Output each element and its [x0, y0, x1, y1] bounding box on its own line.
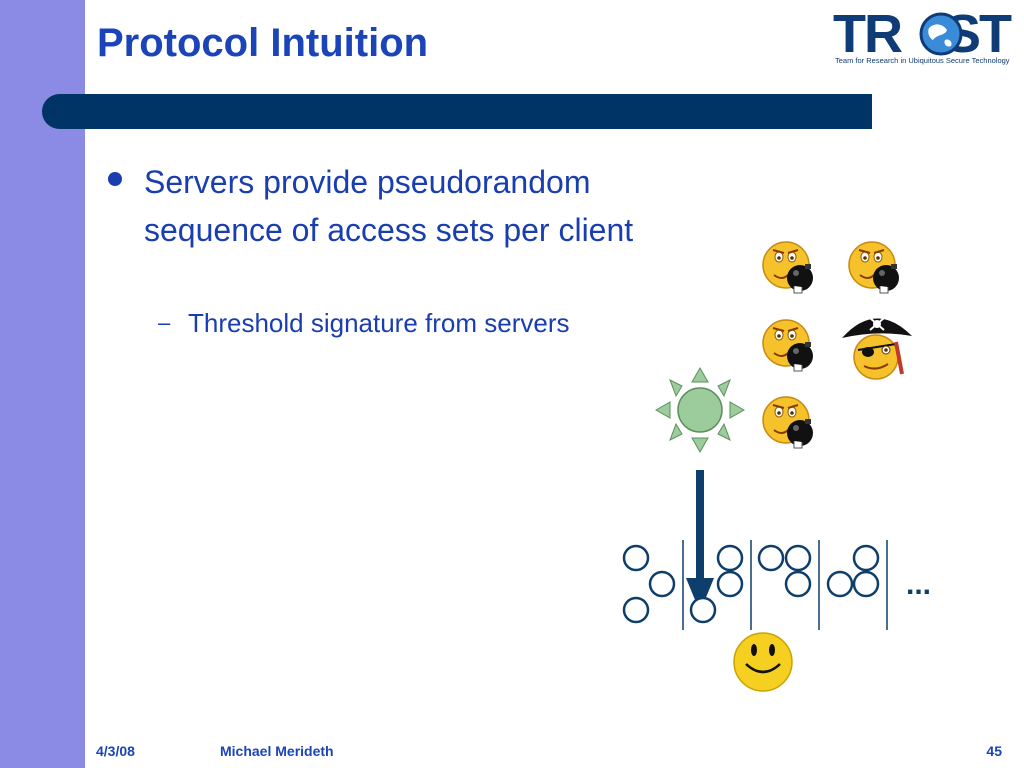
footer-page-number: 45	[986, 743, 1002, 759]
client-smiley-icon	[733, 632, 793, 692]
header-bar	[42, 94, 872, 129]
sub-bullet-dash: –	[158, 310, 171, 335]
sub-bullet-text: Threshold signature from servers	[188, 308, 570, 338]
faulty-server-icon	[848, 241, 900, 294]
down-arrow	[686, 470, 714, 612]
logo-tagline: Team for Research in Ubiquitous Secure T…	[835, 56, 1010, 65]
bullet-dot	[108, 172, 122, 186]
footer-date: 4/3/08	[96, 743, 135, 759]
footer-author: Michael Merideth	[220, 743, 334, 759]
server-sun-icon	[654, 366, 746, 454]
access-set-sequence: ...	[622, 540, 931, 630]
faulty-server-icon	[762, 396, 814, 449]
faulty-server-icon	[762, 241, 814, 294]
sequence-ellipsis: ...	[906, 568, 931, 601]
slide-title: Protocol Intuition	[97, 21, 429, 65]
pirate-icon	[842, 317, 912, 380]
globe-icon	[919, 12, 963, 56]
faulty-server-icon	[762, 319, 814, 372]
bullet-text: Servers provide pseudorandom sequence of…	[144, 164, 634, 248]
